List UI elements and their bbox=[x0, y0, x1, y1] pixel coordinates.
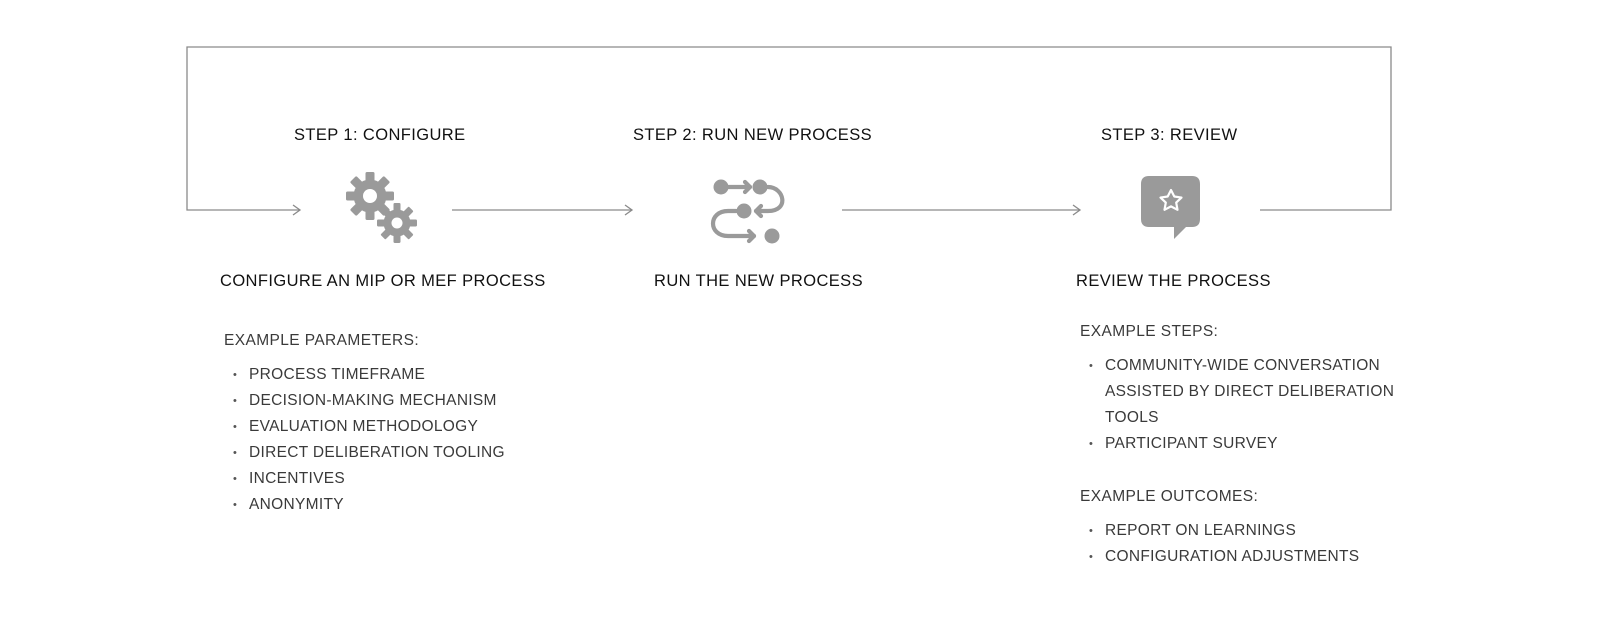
list-item: PARTICIPANT SURVEY bbox=[1081, 431, 1394, 457]
step-3-outcomes-list: REPORT ON LEARNINGS CONFIGURATION ADJUST… bbox=[1081, 518, 1359, 570]
list-item: INCENTIVES bbox=[225, 466, 505, 492]
step-2-title: STEP 2: RUN NEW PROCESS bbox=[633, 126, 873, 144]
list-item-line: TOOLS bbox=[1105, 409, 1159, 426]
list-item: CONFIGURATION ADJUSTMENTS bbox=[1081, 544, 1359, 570]
step-1-parameters-heading: EXAMPLE PARAMETERS: bbox=[224, 332, 420, 349]
list-item-line: ASSISTED BY DIRECT DELIBERATION bbox=[1105, 383, 1395, 400]
step-2-subtitle: RUN THE NEW PROCESS bbox=[654, 272, 863, 290]
step-3-steps-list: COMMUNITY-WIDE CONVERSATION ASSISTED BY … bbox=[1081, 353, 1394, 457]
list-item: REPORT ON LEARNINGS bbox=[1081, 518, 1359, 544]
list-item: DECISION-MAKING MECHANISM bbox=[225, 388, 505, 414]
step-3-outcomes-heading: EXAMPLE OUTCOMES: bbox=[1080, 488, 1259, 505]
arrowhead-to-step-3 bbox=[1072, 204, 1082, 216]
workflow-icon bbox=[711, 179, 785, 244]
list-item: EVALUATION METHODOLOGY bbox=[225, 414, 505, 440]
arrowhead-to-step-1 bbox=[292, 204, 302, 216]
step-1-parameters-list: PROCESS TIMEFRAME DECISION-MAKING MECHAN… bbox=[225, 362, 505, 518]
gears-icon bbox=[346, 172, 417, 243]
arrowhead-to-step-2 bbox=[624, 204, 634, 216]
step-3-title: STEP 3: REVIEW bbox=[1101, 126, 1238, 144]
step-1-title: STEP 1: CONFIGURE bbox=[294, 126, 466, 144]
feedback-loop-connector bbox=[186, 46, 1392, 211]
step-1-subtitle: CONFIGURE AN MIP OR MEF PROCESS bbox=[220, 272, 546, 290]
list-item: ANONYMITY bbox=[225, 492, 505, 518]
list-item-line: COMMUNITY-WIDE CONVERSATION bbox=[1105, 357, 1381, 374]
step-3-subtitle: REVIEW THE PROCESS bbox=[1076, 272, 1271, 290]
step-3-steps-heading: EXAMPLE STEPS: bbox=[1080, 323, 1219, 340]
list-item: PROCESS TIMEFRAME bbox=[225, 362, 505, 388]
star-speech-bubble-icon bbox=[1141, 176, 1200, 239]
list-item: DIRECT DELIBERATION TOOLING bbox=[225, 440, 505, 466]
list-item: COMMUNITY-WIDE CONVERSATION ASSISTED BY … bbox=[1081, 353, 1394, 431]
